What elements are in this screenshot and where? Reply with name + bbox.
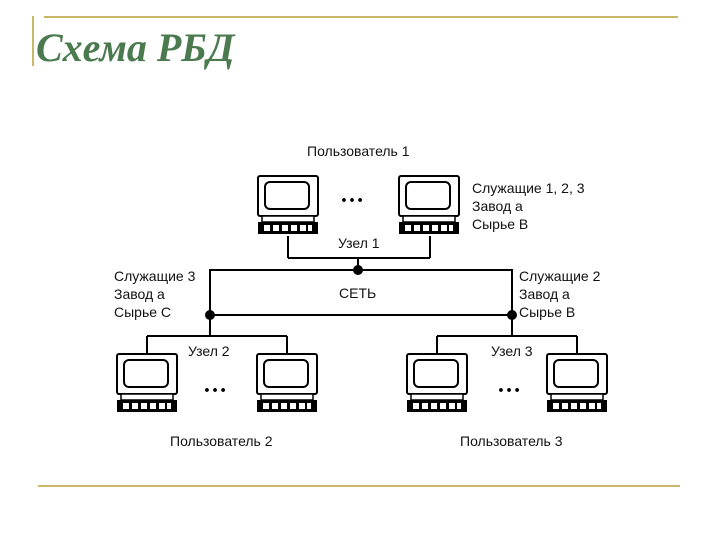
info-line: Сырье С [114,304,171,320]
info-line: Служащие 3 [114,268,196,284]
network-label: СЕТЬ [339,285,376,301]
info-line: Завод а [472,198,523,214]
slide-title: Схема РБД [36,25,235,70]
node-1-dot [353,265,363,275]
node-label-2: Узел 2 [188,343,230,359]
user-label-2: Пользователь 2 [170,433,273,449]
user-label-1: Пользователь 1 [307,143,410,159]
ellipsis: … [203,372,227,398]
info-line: Служащие 1, 2, 3 [472,180,585,196]
computer-icon [257,175,319,235]
bottom-rule [38,485,680,487]
left-rule [32,16,34,66]
node-label-3: Узел 3 [491,343,533,359]
node-2-dot [205,310,215,320]
info-line: Завод а [519,286,570,302]
node-3-dot [507,310,517,320]
node-label-1: Узел 1 [338,235,380,251]
top-rule [44,16,678,18]
computer-icon [398,175,460,235]
info-line: Сырье В [519,304,575,320]
computer-icon [546,353,608,413]
computer-icon [256,353,318,413]
ellipsis: … [340,182,364,208]
computer-icon [406,353,468,413]
ellipsis: … [497,372,521,398]
info-line: Сырье В [472,216,528,232]
info-line: Служащие 2 [519,268,601,284]
info-line: Завод а [114,286,165,302]
user-label-3: Пользователь 3 [460,433,563,449]
computer-icon [116,353,178,413]
